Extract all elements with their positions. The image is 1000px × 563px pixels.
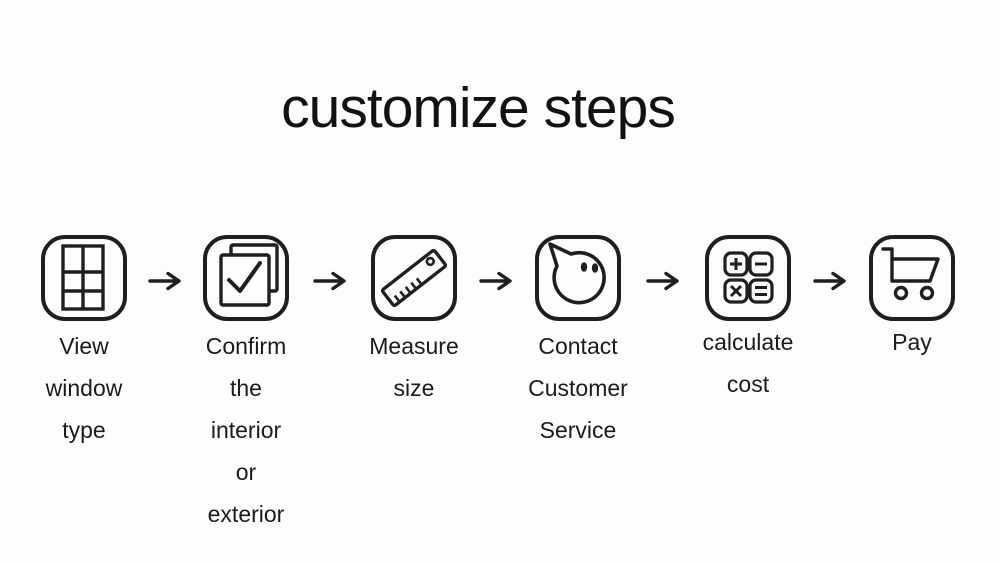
label-line: Contact — [538, 333, 618, 359]
label-line: Measure — [369, 333, 459, 359]
label-line: or — [235, 459, 257, 485]
label-line: interior — [210, 417, 282, 443]
chat-face-icon — [534, 234, 622, 322]
arrow-right-icon — [813, 271, 846, 291]
label-line: exterior — [207, 501, 285, 527]
step-view-window-type: View window type — [4, 0, 164, 563]
label-line: size — [393, 375, 435, 401]
label-line: window — [45, 375, 123, 401]
label-line: the — [230, 375, 262, 401]
arrow-right-icon — [148, 271, 181, 291]
step-label: Measure size — [334, 325, 494, 409]
step-label: View window type — [4, 325, 164, 451]
calculator-icon — [704, 234, 792, 322]
step-label: Confirm the interior or exterior — [166, 325, 326, 535]
label-line: Pay — [892, 329, 932, 355]
window-grid-icon — [40, 234, 128, 322]
step-confirm-interior-exterior: Confirm the interior or exterior — [166, 0, 326, 563]
page-title: customize steps — [281, 76, 676, 140]
arrow-right-icon — [646, 271, 679, 291]
label-line: Confirm — [205, 333, 287, 359]
label-line: calculate — [702, 329, 794, 355]
confirm-check-icon — [202, 234, 290, 322]
shopping-cart-icon — [868, 234, 956, 322]
step-calculate-cost: calculate cost — [668, 0, 828, 563]
step-contact-customer-service: Contact Customer Service — [498, 0, 658, 563]
label-line: View — [59, 333, 109, 359]
step-label: Contact Customer Service — [498, 325, 658, 451]
arrow-right-icon — [313, 271, 346, 291]
arrow-right-icon — [479, 271, 512, 291]
label-line: Customer — [528, 375, 628, 401]
label-line: cost — [726, 371, 770, 397]
step-label: Pay — [832, 321, 992, 363]
step-pay: Pay — [832, 0, 992, 563]
ruler-icon — [370, 234, 458, 322]
label-line: type — [62, 417, 106, 443]
step-measure-size: Measure size — [334, 0, 494, 563]
label-line: Service — [539, 417, 617, 443]
step-label: calculate cost — [668, 321, 828, 405]
